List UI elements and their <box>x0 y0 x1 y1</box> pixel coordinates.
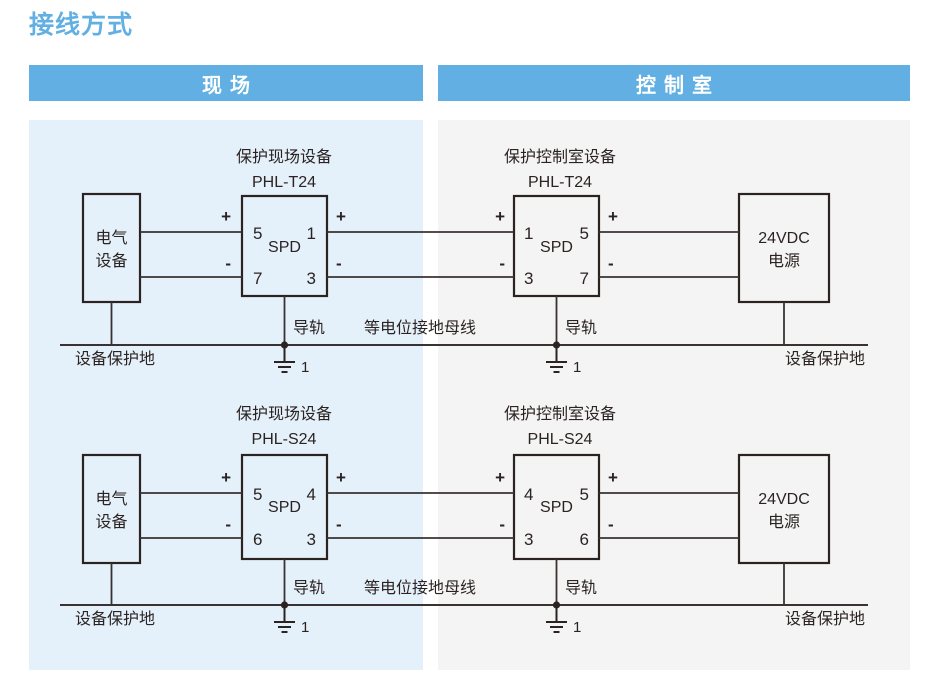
section-banner-field-label: 现场 <box>202 74 258 97</box>
panel-field <box>29 120 423 670</box>
section-banner-field: 现场 <box>29 65 423 101</box>
section-banner-control: 控制室 <box>438 65 910 101</box>
panel-control <box>438 120 910 670</box>
page-title: 接线方式 <box>29 11 134 39</box>
section-banner-control-label: 控制室 <box>636 74 720 97</box>
